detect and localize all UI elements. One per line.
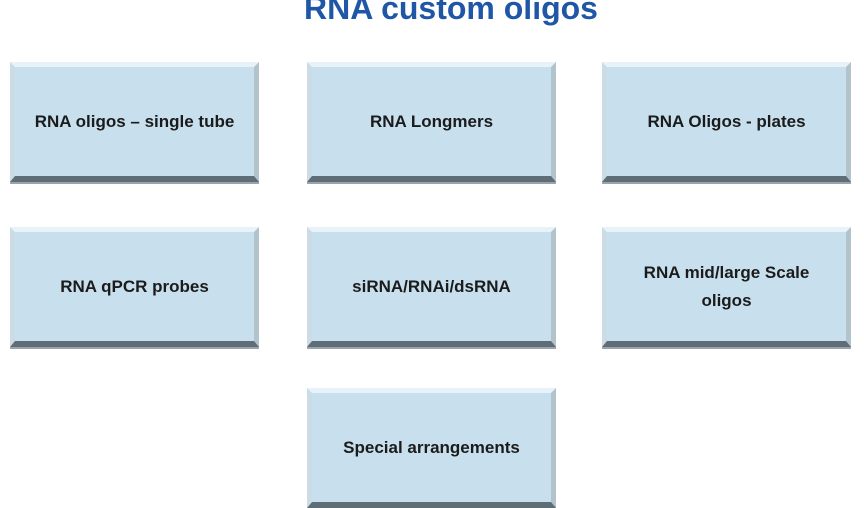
tile-label: RNA oligos – single tube — [34, 111, 235, 131]
tile-rna-oligos-single-tube[interactable]: RNA oligos – single tube — [10, 62, 259, 182]
tile-special-arrangements[interactable]: Special arrangements — [307, 388, 556, 508]
tile-label: RNA Oligos - plates — [647, 111, 806, 131]
page-title: RNA custom oligos — [304, 0, 598, 26]
tile-sirna-rnai-dsrna[interactable]: siRNA/RNAi/dsRNA — [307, 227, 556, 347]
tile-rna-qpcr-probes[interactable]: RNA qPCR probes — [10, 227, 259, 347]
tile-label: siRNA/RNAi/dsRNA — [352, 276, 511, 296]
tile-label: RNA mid/large Scale oligos — [643, 263, 810, 310]
tile-label: RNA qPCR probes — [60, 276, 209, 296]
tile-label: Special arrangements — [343, 437, 520, 457]
tile-rna-oligos-plates[interactable]: RNA Oligos - plates — [602, 62, 851, 182]
tile-label: RNA Longmers — [369, 111, 494, 131]
tile-rna-longmers[interactable]: RNA Longmers — [307, 62, 556, 182]
tile-rna-mid-large-scale-oligos[interactable]: RNA mid/large Scale oligos — [602, 227, 851, 347]
